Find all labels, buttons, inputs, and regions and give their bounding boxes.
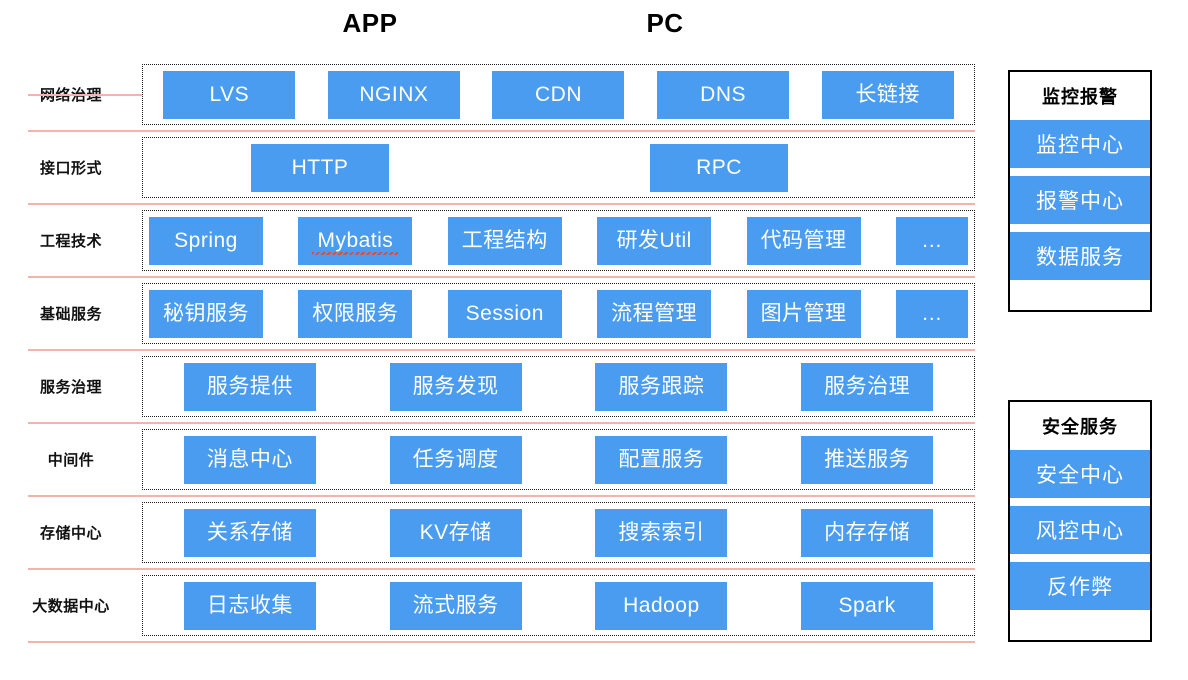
layer-chip[interactable]: 研发Util (597, 216, 712, 265)
layer-chip[interactable]: Spark (801, 581, 934, 630)
layer-chip[interactable]: 消息中心 (183, 435, 316, 484)
layer-track: 秘钥服务权限服务 Session 流程管理图片管理 … (142, 283, 975, 344)
layer-row: 网络治理 LVS NGINX CDN DNS 长链接 (0, 58, 975, 131)
side-panel-item[interactable]: 风控中心 (1010, 506, 1150, 554)
layer-row: 中间件 消息中心 任务调度 配置服务 推送服务 (0, 423, 975, 496)
layer-label: 接口形式 (39, 160, 102, 177)
layer-row: 大数据中心 日志收集 流式服务 Hadoop Spark (0, 569, 975, 642)
layer-separator (28, 495, 975, 497)
side-panel-item[interactable]: 反作弊 (1010, 562, 1150, 610)
layer-chip[interactable]: 流式服务 (389, 581, 522, 630)
layer-chip[interactable]: 图片管理 (746, 289, 861, 338)
layer-chip[interactable]: RPC (650, 143, 788, 192)
layer-label: 基础服务 (39, 306, 102, 323)
layer-separator-top (28, 94, 142, 96)
layer-chip[interactable]: 流程管理 (597, 289, 712, 338)
layer-chip[interactable]: 任务调度 (389, 435, 522, 484)
layer-chip[interactable]: NGINX (327, 70, 460, 119)
column-headers: APP PC (0, 0, 1188, 52)
column-header-pc: PC (646, 8, 684, 38)
layer-label: 中间件 (47, 452, 95, 469)
layer-chip[interactable]: Hadoop (595, 581, 728, 630)
layer-chip[interactable]: 配置服务 (595, 435, 728, 484)
layer-separator (28, 349, 975, 351)
layer-track: LVS NGINX CDN DNS 长链接 (142, 64, 975, 125)
side-panel-item[interactable]: 报警中心 (1010, 176, 1150, 224)
layer-chip[interactable]: 权限服务 (298, 289, 413, 338)
layer-chip[interactable]: Spring (149, 216, 263, 265)
layer-track: 关系存储 KV存储 搜索索引 内存存储 (142, 502, 975, 563)
column-header-app: APP (342, 8, 398, 38)
layer-track: 服务提供 服务发现 服务跟踪 服务治理 (142, 356, 975, 417)
layer-label: 存储中心 (39, 525, 102, 542)
layer-track: 日志收集 流式服务 Hadoop Spark (142, 575, 975, 636)
layer-track: Spring Mybatis 工程结构研发Util 代码管理 … (142, 210, 975, 271)
layer-row: 基础服务 秘钥服务权限服务 Session 流程管理图片管理 … (0, 277, 975, 350)
side-panel-title: 监控报警 (1010, 72, 1150, 120)
layer-track: 消息中心 任务调度 配置服务 推送服务 (142, 429, 975, 490)
layer-label: 服务治理 (39, 379, 102, 396)
layer-chip[interactable]: LVS (163, 70, 296, 119)
side-panel-footer-space (1010, 618, 1150, 640)
layer-track: HTTP RPC (142, 137, 975, 198)
layer-label: 大数据中心 (32, 598, 110, 615)
side-panel-item[interactable]: 安全中心 (1010, 450, 1150, 498)
side-panel-item[interactable]: 监控中心 (1010, 120, 1150, 168)
layer-chip[interactable]: Mybatis (298, 216, 413, 265)
layer-separator (28, 203, 975, 205)
side-panel-monitoring: 监控报警 监控中心 报警中心 数据服务 (1008, 70, 1152, 312)
layer-chip[interactable]: 关系存储 (183, 508, 316, 557)
layer-chip[interactable]: HTTP (251, 143, 389, 192)
layer-separator (28, 422, 975, 424)
layer-chip[interactable]: CDN (492, 70, 625, 119)
layer-separator (28, 130, 975, 132)
layer-chip[interactable]: KV存储 (389, 508, 522, 557)
layer-row: 接口形式 HTTP RPC (0, 131, 975, 204)
layer-chip[interactable]: DNS (657, 70, 790, 119)
layer-chip[interactable]: 长链接 (821, 70, 954, 119)
layer-row: 工程技术 Spring Mybatis 工程结构研发Util 代码管理 … (0, 204, 975, 277)
layer-chip[interactable]: Session (447, 289, 562, 338)
layer-separator (28, 276, 975, 278)
layer-chip[interactable]: … (895, 289, 968, 338)
layer-chip[interactable]: … (895, 216, 968, 265)
layer-chip[interactable]: 秘钥服务 (149, 289, 263, 338)
layer-chip[interactable]: 工程结构 (447, 216, 562, 265)
layer-chip[interactable]: 服务治理 (801, 362, 934, 411)
layer-label: 网络治理 (39, 87, 102, 104)
layer-stack: 网络治理 LVS NGINX CDN DNS 长链接接口形式 HTTP RPC 工程技术 Spri… (0, 58, 975, 643)
side-panel-title: 安全服务 (1010, 402, 1150, 450)
side-panel-footer-space (1010, 288, 1150, 310)
layer-chip[interactable]: 服务提供 (183, 362, 316, 411)
side-panel-item[interactable]: 数据服务 (1010, 232, 1150, 280)
layer-chip[interactable]: 代码管理 (746, 216, 861, 265)
layer-row: 存储中心 关系存储 KV存储 搜索索引 内存存储 (0, 496, 975, 569)
layer-chip[interactable]: 搜索索引 (595, 508, 728, 557)
layer-row: 服务治理 服务提供 服务发现 服务跟踪 服务治理 (0, 350, 975, 423)
layer-chip[interactable]: 内存存储 (801, 508, 934, 557)
layer-label: 工程技术 (39, 233, 102, 250)
layer-chip[interactable]: 服务跟踪 (595, 362, 728, 411)
side-panel-security: 安全服务 安全中心 风控中心 反作弊 (1008, 400, 1152, 642)
layer-chip[interactable]: 日志收集 (183, 581, 316, 630)
layer-separator (28, 641, 975, 643)
layer-chip[interactable]: 推送服务 (801, 435, 934, 484)
layer-separator (28, 568, 975, 570)
layer-chip[interactable]: 服务发现 (389, 362, 522, 411)
